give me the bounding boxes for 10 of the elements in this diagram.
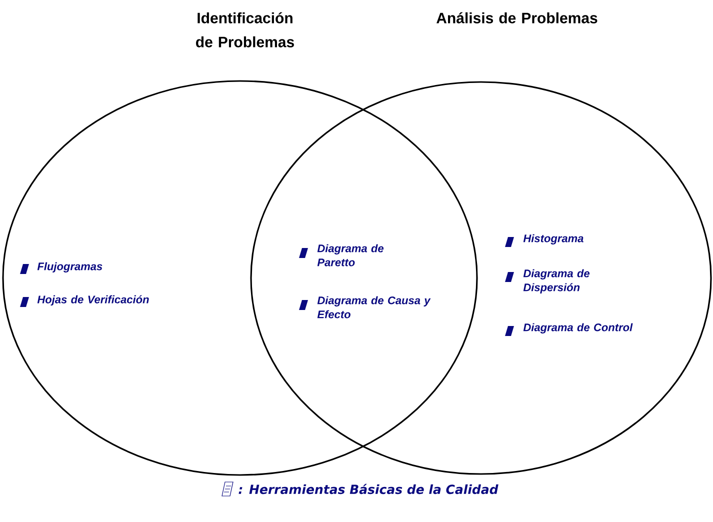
item-text: Diagrama de Causa y Efecto (317, 296, 431, 318)
item-text: Hojas de Verificación (37, 295, 149, 306)
item-text: Diagrama de Dispersión (523, 269, 590, 294)
item-text: Diagrama de Control (523, 323, 633, 334)
item-text: Histograma (523, 234, 584, 244)
item-text: Diagrama de Paretto (317, 244, 384, 266)
heading: Identificación de Problemas (196, 12, 294, 48)
item-text: Flujogramas (37, 262, 102, 272)
heading: Análisis de Problemas (436, 12, 598, 24)
legend-text: : Herramientas Básicas de la Calidad (238, 484, 498, 494)
